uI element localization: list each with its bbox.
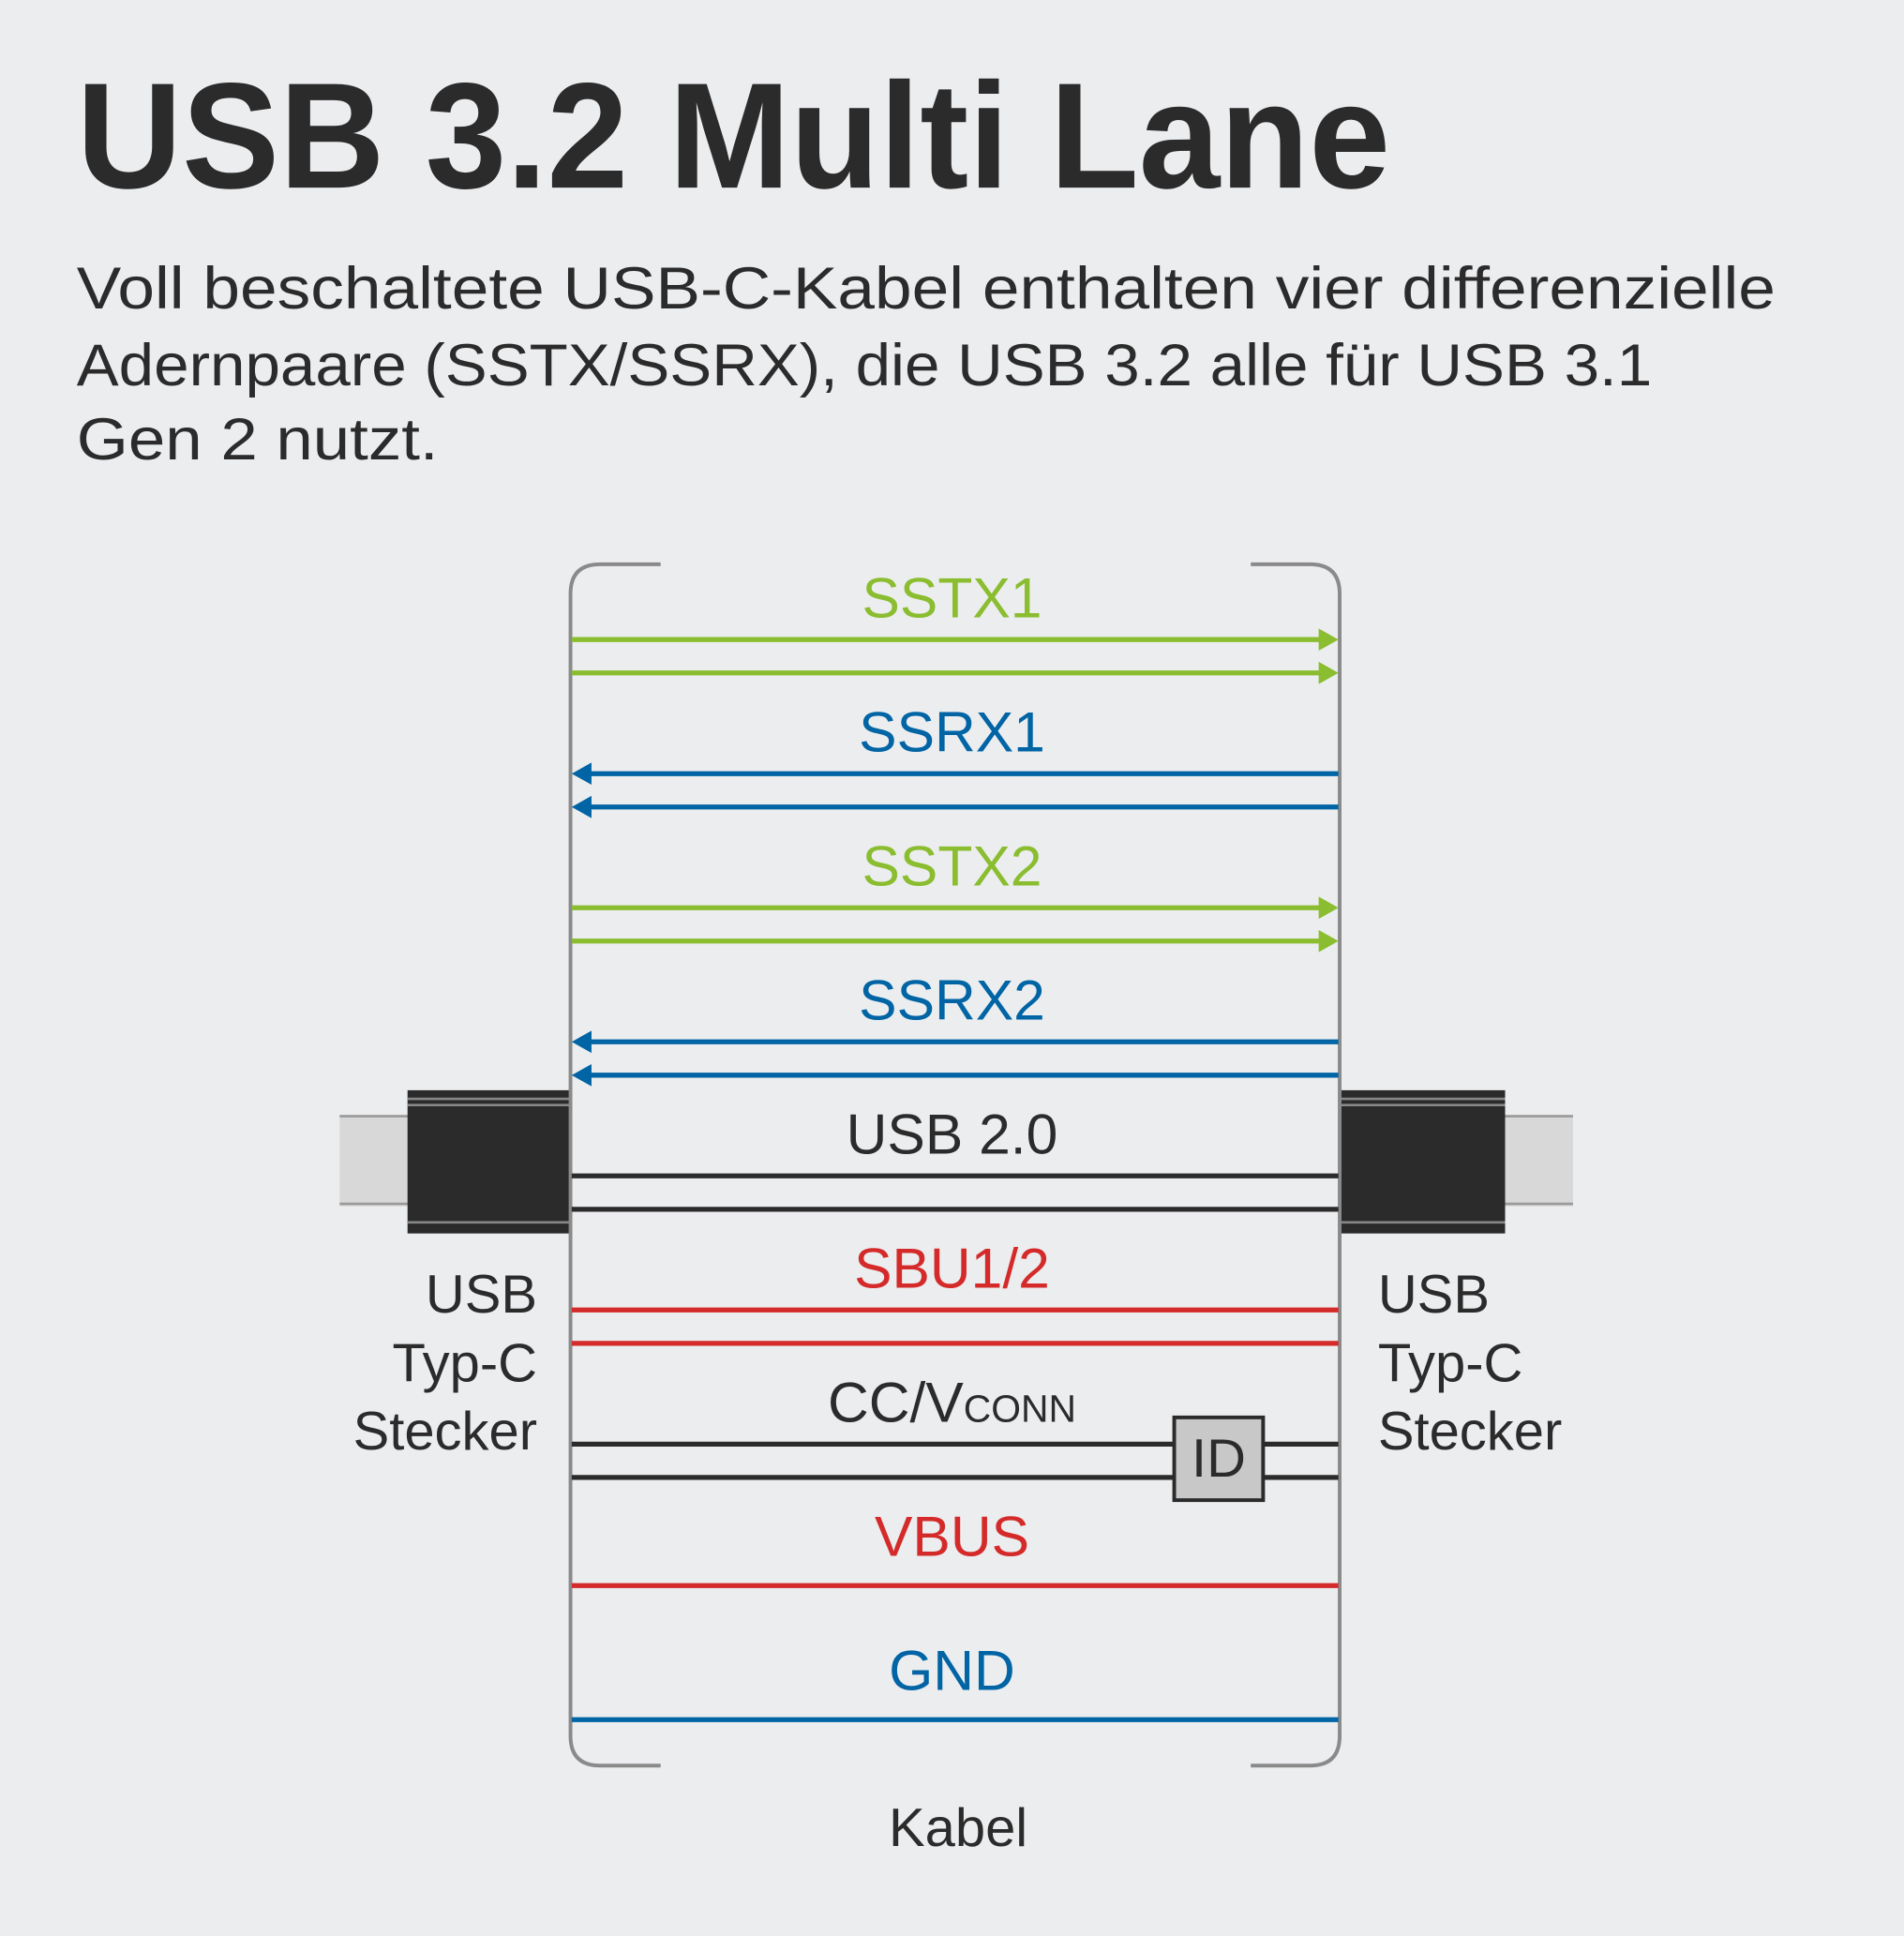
id-chip-label: ID	[1192, 1429, 1246, 1489]
signal-label: SBU1/2	[854, 1237, 1050, 1300]
description-line-3: Gen 2 nutzt.	[77, 407, 439, 473]
description-line-2: Adernpaare (SSTX/SSRX), die USB 3.2 alle…	[77, 333, 1652, 398]
arrow-right-icon	[1318, 661, 1339, 684]
signal-sstx2: SSTX2	[571, 834, 1339, 953]
cable-label: Kabel	[889, 1798, 1027, 1858]
signal-ssrx2: SSRX2	[571, 968, 1339, 1087]
arrow-right-icon	[1318, 628, 1339, 652]
arrow-right-icon	[1318, 929, 1339, 953]
signal-label: SSTX1	[862, 565, 1042, 629]
signal-usb-2-0: USB 2.0	[571, 1103, 1339, 1212]
signal-label: GND	[889, 1639, 1015, 1703]
arrow-left-icon	[571, 1030, 592, 1054]
signal-label: SSRX2	[859, 968, 1045, 1032]
signal-cc-v: CC/VCONN	[571, 1371, 1339, 1480]
signal-label: SSTX2	[862, 834, 1042, 898]
left-label-line: USB	[426, 1265, 537, 1325]
signal-vbus: VBUS	[571, 1505, 1339, 1588]
id-chip: ID	[1172, 1415, 1266, 1503]
arrow-left-icon	[571, 762, 592, 786]
cable-frame-right	[1251, 562, 1342, 1768]
left-connector	[339, 1089, 570, 1234]
description-line-1: Voll beschaltete USB-C-Kabel enthalten v…	[77, 256, 1776, 322]
arrow-left-icon	[571, 795, 592, 818]
left-label-line: Stecker	[353, 1402, 537, 1462]
cable-frame-left	[568, 562, 661, 1768]
signal-label-subscript: CONN	[964, 1388, 1076, 1431]
right-connector-label: USB Typ-C Stecker	[1378, 1265, 1562, 1462]
arrow-right-icon	[1318, 896, 1339, 920]
signal-label: VBUS	[875, 1505, 1029, 1568]
signal-ssrx1: SSRX1	[571, 700, 1339, 818]
left-connector-label: USB Typ-C Stecker	[353, 1265, 537, 1462]
right-connector	[1340, 1089, 1573, 1234]
arrow-left-icon	[571, 1063, 592, 1087]
right-label-line: Typ-C	[1378, 1334, 1523, 1394]
signal-sbu1-2: SBU1/2	[571, 1237, 1339, 1346]
signal-label: SSRX1	[859, 700, 1045, 764]
signal-gnd: GND	[571, 1639, 1339, 1722]
left-label-line: Typ-C	[392, 1334, 537, 1394]
right-label-line: Stecker	[1378, 1402, 1562, 1462]
signal-label: USB 2.0	[847, 1103, 1058, 1166]
signal-sstx1: SSTX1	[571, 565, 1339, 684]
page-title: USB 3.2 Multi Lane	[77, 53, 1390, 220]
right-label-line: USB	[1378, 1265, 1490, 1325]
